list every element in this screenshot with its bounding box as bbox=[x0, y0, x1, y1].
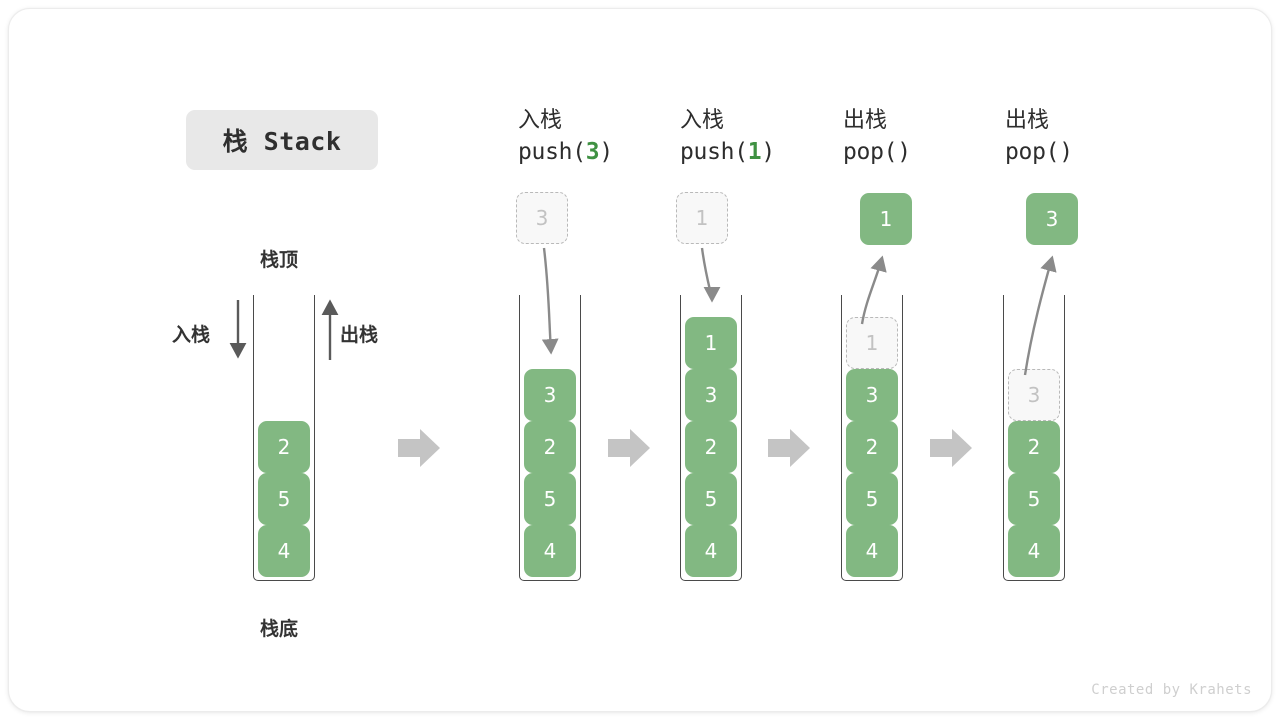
stack-container bbox=[841, 295, 903, 581]
code-suffix: ) bbox=[599, 139, 613, 165]
element-box: 5 bbox=[1008, 473, 1060, 525]
step-header-pop-2: 出栈 pop() bbox=[1005, 106, 1073, 168]
separator-arrow-icon-2 bbox=[608, 429, 650, 467]
separator-arrow-icon-4 bbox=[930, 429, 972, 467]
stack-container bbox=[1003, 295, 1065, 581]
code-arg: 1 bbox=[747, 139, 762, 165]
step-cn-label: 出栈 bbox=[1005, 108, 1050, 133]
separator-arrow-icon-3 bbox=[768, 429, 810, 467]
element-box: 4 bbox=[846, 525, 898, 577]
floating-box-push-3: 3 bbox=[516, 192, 568, 244]
element-box: 4 bbox=[524, 525, 576, 577]
stack-bottom-label: 栈底 bbox=[260, 618, 299, 640]
code-prefix: pop( bbox=[843, 139, 898, 165]
pop-direction-label: 出栈 bbox=[340, 324, 379, 346]
element-box: 4 bbox=[685, 525, 737, 577]
element-box: 3 bbox=[1026, 193, 1078, 245]
code-prefix: pop( bbox=[1005, 139, 1060, 165]
step-header-pop-1: 出栈 pop() bbox=[843, 106, 911, 168]
stack-top-label: 栈顶 bbox=[260, 249, 299, 271]
page-title: 栈 Stack bbox=[186, 110, 378, 170]
element-box: 5 bbox=[258, 473, 310, 525]
step-code-label: push(1) bbox=[680, 136, 775, 168]
code-prefix: push( bbox=[680, 139, 748, 165]
step-code-label: push(3) bbox=[518, 136, 613, 168]
floating-box-pop-1: 1 bbox=[860, 193, 912, 245]
element-box: 3 bbox=[685, 369, 737, 421]
element-box: 4 bbox=[258, 525, 310, 577]
element-box: 3 bbox=[516, 192, 568, 244]
element-box: 5 bbox=[846, 473, 898, 525]
step-header-push-1: 入栈 push(1) bbox=[680, 106, 775, 168]
stack-container bbox=[680, 295, 742, 581]
element-box: 3 bbox=[524, 369, 576, 421]
element-box: 5 bbox=[524, 473, 576, 525]
step-cn-label: 入栈 bbox=[680, 108, 725, 133]
floating-box-pop-2: 3 bbox=[1026, 193, 1078, 245]
step-header-push-3: 入栈 push(3) bbox=[518, 106, 613, 168]
step-code-label: pop() bbox=[1005, 136, 1073, 168]
element-box: 2 bbox=[524, 421, 576, 473]
code-suffix: ) bbox=[897, 139, 911, 165]
stack-container bbox=[519, 295, 581, 581]
code-arg: 3 bbox=[585, 139, 600, 165]
element-box: 1 bbox=[676, 192, 728, 244]
push-direction-label: 入栈 bbox=[172, 324, 211, 346]
code-suffix: ) bbox=[1059, 139, 1073, 165]
element-box: 2 bbox=[846, 421, 898, 473]
step-code-label: pop() bbox=[843, 136, 911, 168]
footer-credit: Created by Krahets bbox=[1091, 682, 1252, 698]
step-cn-label: 出栈 bbox=[843, 108, 888, 133]
separator-arrow-icon-1 bbox=[398, 429, 440, 467]
element-box: 2 bbox=[258, 421, 310, 473]
element-box: 1 bbox=[860, 193, 912, 245]
element-box: 1 bbox=[846, 317, 898, 369]
element-box: 5 bbox=[685, 473, 737, 525]
element-box: 1 bbox=[685, 317, 737, 369]
code-prefix: push( bbox=[518, 139, 586, 165]
element-box: 3 bbox=[846, 369, 898, 421]
floating-box-push-1: 1 bbox=[676, 192, 728, 244]
element-box: 2 bbox=[1008, 421, 1060, 473]
element-box: 3 bbox=[1008, 369, 1060, 421]
element-box: 4 bbox=[1008, 525, 1060, 577]
element-box: 2 bbox=[685, 421, 737, 473]
stack-container bbox=[253, 295, 315, 581]
code-suffix: ) bbox=[761, 139, 775, 165]
step-cn-label: 入栈 bbox=[518, 108, 563, 133]
